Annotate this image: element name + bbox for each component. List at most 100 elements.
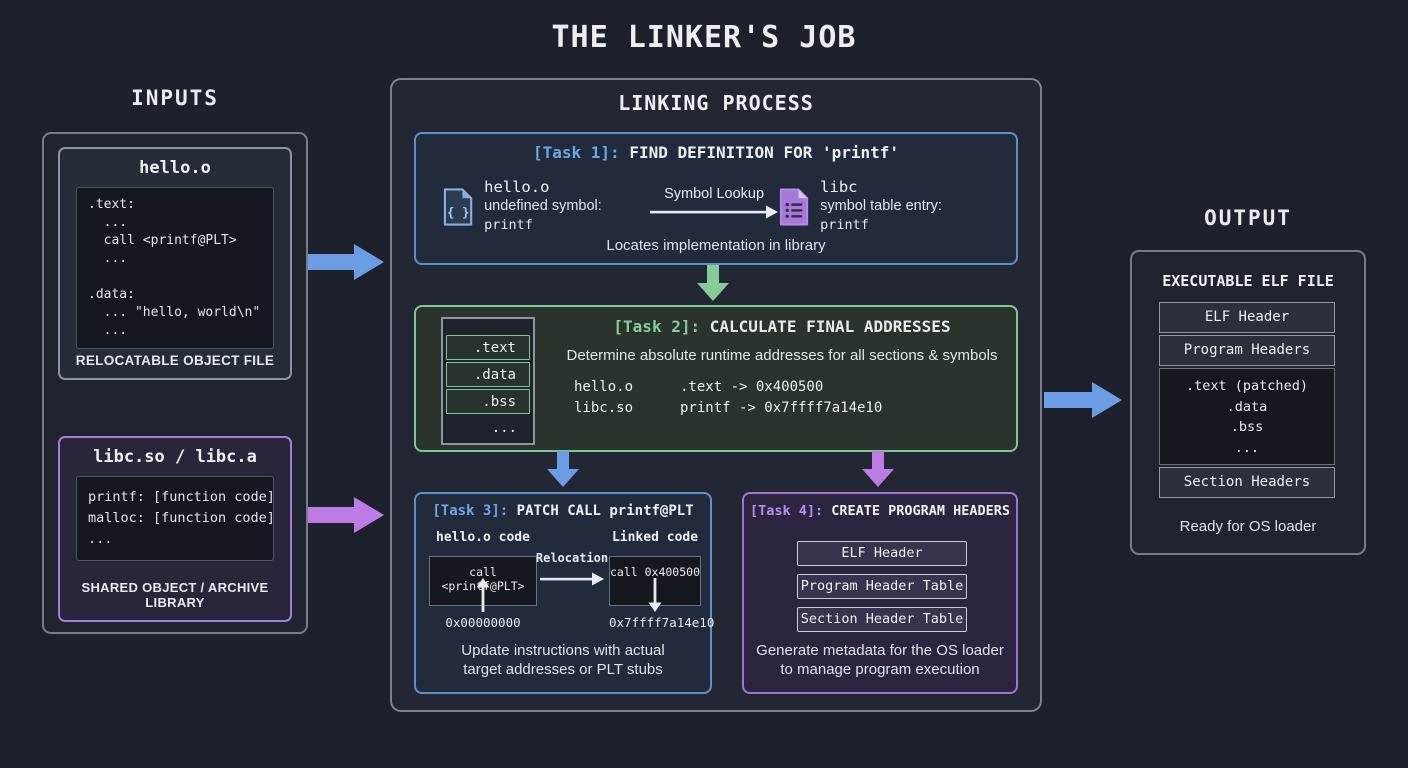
arrow-task1-to-task2 [697, 265, 729, 301]
desc-label: symbol table entry: [820, 198, 942, 214]
task2-title-text: CALCULATE FINAL ADDRESSES [709, 317, 951, 336]
arrow-libc-to-process [308, 497, 384, 533]
code-line: ... [88, 323, 128, 338]
hello-o-code-block: .text: ... call <printf@PLT> ... .data: … [76, 187, 274, 349]
task1-caption: Locates implementation in library [606, 237, 826, 254]
arrow-process-to-output [1044, 382, 1122, 418]
mapping-row: hello.o .text -> 0x400500 [574, 377, 1008, 398]
task4-box-elf-header: ELF Header [797, 541, 967, 566]
page-title: THE LINKER'S JOB [551, 20, 857, 55]
code-line: ... [1234, 439, 1260, 456]
right-arrow-icon [540, 572, 604, 586]
task1-right-entity: libc symbol table entry: printf [778, 178, 990, 235]
code-line: .data: [88, 287, 135, 302]
code-line [88, 268, 262, 286]
task1-left-entity: { } hello.o undefined symbol: printf [442, 178, 650, 235]
elf-sections-block: .text (patched) .data .bss ... [1159, 368, 1335, 465]
task2-content: [Task 2]: CALCULATE FINAL ADDRESSES Dete… [556, 317, 1008, 419]
elf-cell-program-headers: Program Headers [1159, 335, 1335, 366]
task1-left-name: hello.o [484, 178, 550, 196]
task1-right-lines: libc symbol table entry: printf [820, 178, 990, 235]
task1-left-lines: hello.o undefined symbol: printf [484, 178, 650, 235]
output-caption: Ready for OS loader [1179, 518, 1317, 535]
memory-cell-data: .data [446, 362, 530, 387]
task1-right-name: libc [820, 178, 858, 196]
symbol-table-file-icon [779, 188, 809, 225]
task3-title: [Task 3]: PATCH CALL printf@PLT [416, 503, 710, 519]
code-file-icon: { } [443, 187, 473, 226]
code-line: ... [88, 215, 128, 230]
arrow-task2-to-task3 [547, 451, 579, 487]
code-line: .text (patched) [1186, 378, 1308, 394]
task1-title-text: FIND DEFINITION FOR 'printf' [629, 143, 900, 162]
code-line: malloc: [function code] [88, 510, 275, 526]
elf-file-stack: ELF Header Program Headers .text (patche… [1159, 302, 1335, 498]
hello-o-title: hello.o [139, 158, 211, 178]
inputs-label: INPUTS [131, 86, 219, 110]
task2-desc: Determine absolute runtime addresses for… [566, 347, 998, 364]
task1-title: [Task 1]: FIND DEFINITION FOR 'printf' [416, 143, 1016, 162]
hello-o-caption: RELOCATABLE OBJECT FILE [75, 353, 275, 368]
code-line: printf: [function code] [88, 489, 275, 505]
symbol-lookup-label: Symbol Lookup [664, 186, 765, 202]
memory-cell-bss: .bss [446, 389, 530, 414]
task3-linked-code-box: call 0x400500 [609, 556, 701, 606]
caption-line: Update instructions with actual [461, 642, 665, 659]
up-arrow-icon [476, 578, 490, 612]
mapping-file: hello.o [574, 379, 634, 395]
desc-value: printf [484, 217, 533, 233]
symbol-lookup-arrow-group: Symbol Lookup [650, 186, 779, 219]
task4-box-section-header-table: Section Header Table [797, 607, 967, 632]
memory-cell-text: .text [446, 335, 530, 360]
right-arrow-icon [650, 205, 779, 219]
task1-right-desc: symbol table entry: printf [820, 197, 990, 235]
task3-right-label: Linked code [611, 530, 699, 545]
elf-cell-header: ELF Header [1159, 302, 1335, 333]
executable-elf-title: EXECUTABLE ELF FILE [1162, 272, 1334, 290]
task2-card: .text .data .bss ... [Task 2]: CALCULATE… [414, 305, 1018, 452]
arrow-task2-to-task4 [862, 451, 894, 487]
task3-right-address: 0x7ffff7a14e10 [609, 615, 715, 630]
caption-line: Generate metadata for the OS loader [756, 642, 1004, 659]
task3-card: [Task 3]: PATCH CALL printf@PLT hello.o … [414, 492, 715, 694]
task3-left-label: hello.o code [436, 530, 530, 545]
mapping-row: libc.so printf -> 0x7ffff7a14e10 [574, 398, 1008, 419]
task4-title-text: CREATE PROGRAM HEADERS [831, 503, 1011, 519]
task3-title-text: PATCH CALL printf@PLT [516, 503, 694, 519]
memory-cell-empty [446, 322, 530, 333]
linking-process-label: LINKING PROCESS [618, 91, 814, 115]
code-line: ... [88, 251, 128, 266]
libc-card: libc.so / libc.a printf: [function code]… [58, 436, 292, 622]
task4-prefix: [Task 4]: [749, 503, 824, 519]
inputs-panel: hello.o .text: ... call <printf@PLT> ...… [42, 132, 308, 634]
task4-title: [Task 4]: CREATE PROGRAM HEADERS [744, 503, 1016, 519]
memory-sections-stack: .text .data .bss ... [441, 317, 535, 445]
svg-text:{ }: { } [447, 204, 470, 219]
linking-process-panel: LINKING PROCESS [Task 1]: FIND DEFINITIO… [390, 78, 1042, 712]
code-line: .bss [1230, 419, 1264, 435]
relocation-label: Relocation [535, 551, 609, 565]
down-arrow-icon [648, 578, 662, 612]
code-line: ... [88, 531, 113, 547]
mapping-value: printf -> 0x7ffff7a14e10 [680, 400, 883, 416]
caption-line: to manage program execution [780, 661, 980, 678]
code-line: .data [1226, 398, 1268, 415]
task4-card: [Task 4]: CREATE PROGRAM HEADERS ELF Hea… [742, 492, 1018, 694]
elf-cell-section-headers: Section Headers [1159, 467, 1335, 498]
task3-prefix: [Task 3]: [432, 503, 509, 519]
code-line: .text: [88, 197, 135, 212]
task1-card: [Task 1]: FIND DEFINITION FOR 'printf' {… [414, 132, 1018, 265]
code-line: call <printf@PLT> [88, 233, 237, 248]
arrow-hello-to-process [308, 244, 384, 280]
task3-caption: Update instructions with actual target a… [416, 641, 710, 679]
task1-left-desc: undefined symbol: printf [484, 197, 650, 235]
desc-label: undefined symbol: [484, 198, 602, 214]
desc-value: printf [820, 217, 869, 233]
code-line: ... "hello, world\n" [88, 305, 261, 320]
mapping-file: libc.so [574, 400, 634, 416]
memory-cell-more: ... [491, 420, 517, 436]
task2-mappings: hello.o .text -> 0x400500 libc.so printf… [574, 377, 1008, 419]
task2-prefix: [Task 2]: [613, 317, 701, 336]
task4-caption: Generate metadata for the OS loader to m… [744, 641, 1016, 679]
